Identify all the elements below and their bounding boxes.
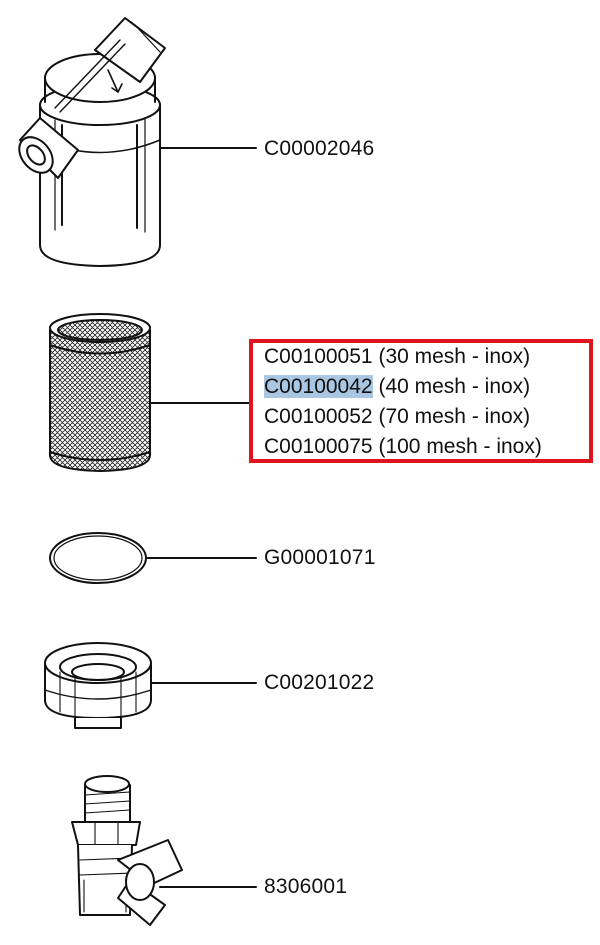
filter-housing-drawing <box>18 17 166 267</box>
variant-description: (40 mesh - inox) <box>378 375 531 398</box>
o-ring-drawing <box>49 532 147 584</box>
mesh-cartridge-drawing <box>49 313 151 472</box>
threaded-ring-nut-drawing <box>44 642 152 729</box>
part-code-ring-nut: C00201022 <box>264 671 375 694</box>
variant-code[interactable]: C00100051 <box>264 345 373 368</box>
variant-code[interactable]: C00100075 <box>264 435 373 458</box>
part-code-valve-fitting: 8306001 <box>264 875 348 898</box>
cartridge-variant-row: C00100075 (100 mesh - inox) <box>264 434 542 460</box>
cartridge-variants-highlight-box <box>249 339 593 463</box>
cartridge-variant-row: C00100052 (70 mesh - inox) <box>264 404 530 430</box>
variant-code[interactable]: C00100052 <box>264 405 373 428</box>
variant-code-selected[interactable]: C00100042 <box>264 375 373 398</box>
cartridge-variant-row: C00100051 (30 mesh - inox) <box>264 344 530 370</box>
cartridge-variant-row-selected: C00100042 (40 mesh - inox) <box>264 374 530 400</box>
variant-description: (70 mesh - inox) <box>378 405 531 428</box>
part-code-filter-housing: C00002046 <box>264 137 375 160</box>
part-code-o-ring: G00001071 <box>264 546 376 569</box>
valve-fitting-drawing <box>71 775 183 926</box>
variant-description: (30 mesh - inox) <box>378 345 531 368</box>
variant-description: (100 mesh - inox) <box>378 435 542 458</box>
